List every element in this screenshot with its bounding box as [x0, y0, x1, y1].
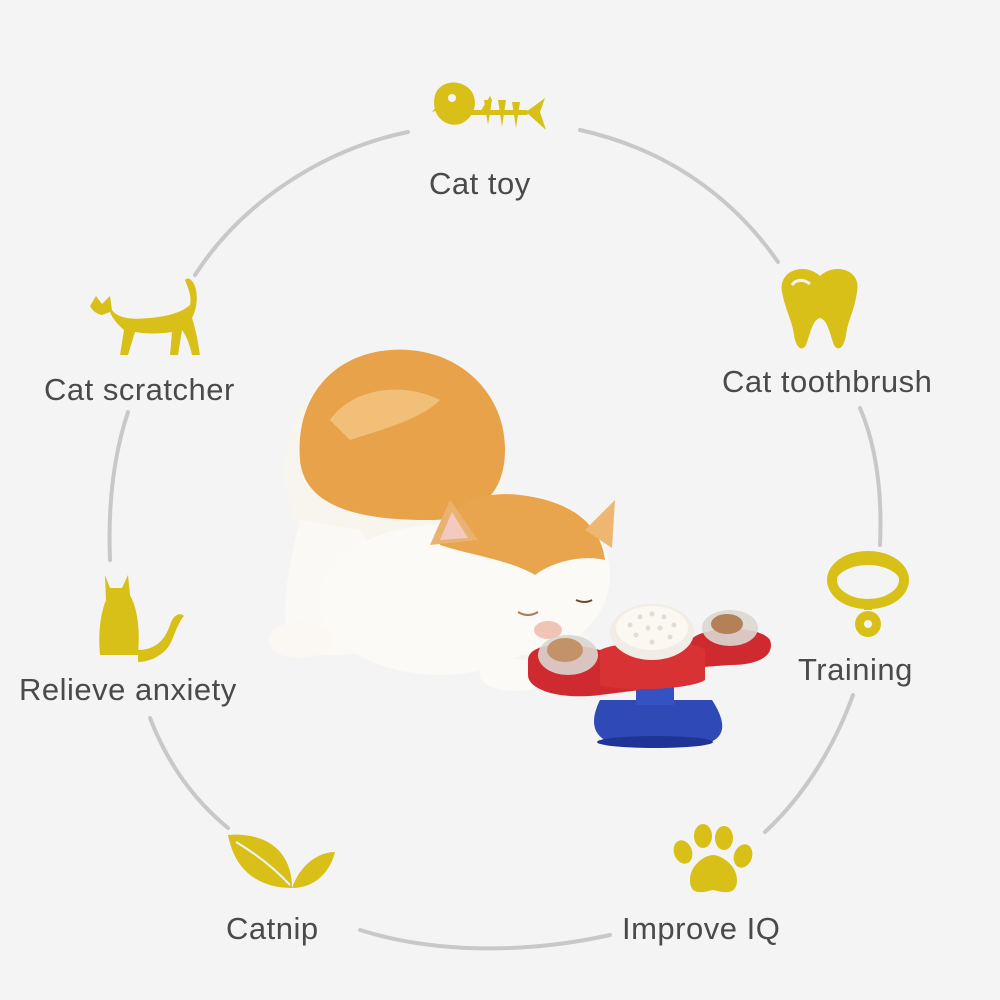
- cat-scratcher-label: Cat scratcher: [44, 372, 235, 407]
- collar-icon: [827, 551, 909, 637]
- cat-toothbrush-label: Cat toothbrush: [722, 364, 933, 399]
- windmill-toy: [528, 604, 771, 748]
- ring-arc: [148, 716, 230, 830]
- fish-bone-icon: [432, 82, 546, 130]
- tooth-icon: [781, 269, 858, 349]
- ring-arc: [358, 928, 612, 951]
- ring: [107, 128, 883, 951]
- kitten-with-toy-photo: [268, 349, 771, 748]
- ring-arc: [763, 693, 855, 834]
- walking-cat-icon: [90, 278, 200, 355]
- ring-arc: [193, 130, 410, 277]
- leaf-icon: [228, 834, 335, 888]
- ring-arc: [578, 128, 780, 264]
- ring-arc: [107, 410, 130, 562]
- relieve-anxiety-label: Relieve anxiety: [19, 672, 237, 707]
- paw-icon: [673, 824, 753, 893]
- training-label: Training: [798, 652, 913, 687]
- catnip-label: Catnip: [226, 911, 319, 946]
- improve-iq-label: Improve IQ: [622, 911, 781, 946]
- cat-toy-label: Cat toy: [429, 166, 531, 201]
- sitting-cat-icon: [99, 575, 184, 662]
- ring-arc: [858, 406, 883, 547]
- kitten: [268, 349, 615, 691]
